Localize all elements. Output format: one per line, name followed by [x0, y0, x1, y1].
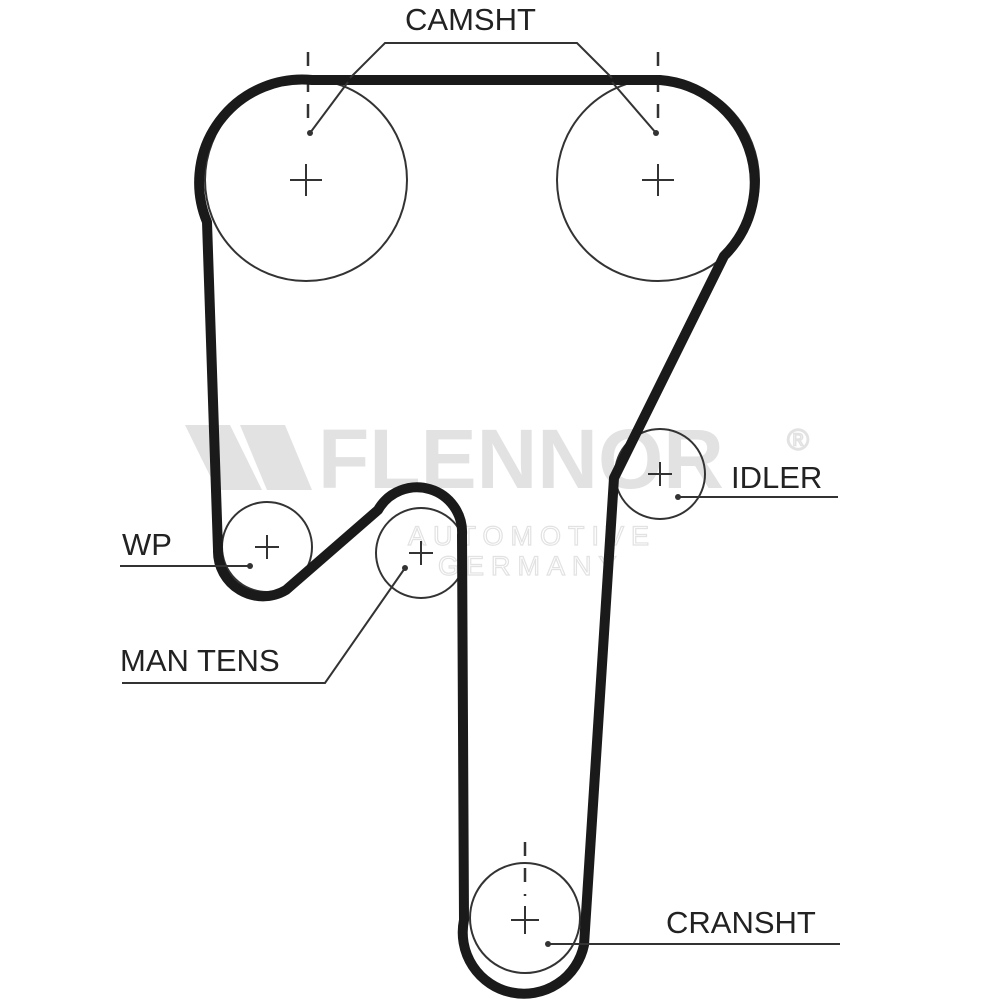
watermark: FLENNOR ® AUTOMOTIVE GERMANY: [185, 412, 810, 582]
watermark-logo-mark: [185, 425, 262, 490]
idler-dot: [675, 494, 681, 500]
camshaft-right-dot: [653, 130, 659, 136]
manual-tensioner-dot: [402, 565, 408, 571]
watermark-registered-mark: ®: [787, 424, 809, 457]
crankshaft-label: CRANSHT: [666, 905, 816, 940]
camshaft-label: CAMSHT: [405, 2, 536, 37]
leader-lines: [120, 42, 840, 947]
manual-tensioner-leader: [122, 567, 406, 684]
water-pump-label: WP: [122, 527, 172, 562]
manual-tensioner-label: MAN TENS: [120, 643, 280, 678]
crankshaft-center-mark: [511, 906, 539, 934]
watermark-brand: FLENNOR: [318, 412, 724, 506]
watermark-line1: AUTOMOTIVE: [408, 521, 656, 551]
crankshaft-dot: [545, 941, 551, 947]
center-marks: [255, 164, 674, 934]
camshaft-right-center-mark: [642, 164, 674, 196]
idler-center-mark: [648, 462, 672, 486]
camshaft-left-center-mark: [290, 164, 322, 196]
manual-tensioner-center-mark: [409, 541, 433, 565]
crankshaft-pulley: [469, 862, 581, 974]
camshaft-left-leader: [309, 81, 349, 134]
watermark-line2: GERMANY: [438, 551, 624, 581]
water-pump-dot: [247, 563, 253, 569]
timing-belt: [194, 74, 760, 999]
camshaft-leader: [349, 42, 613, 79]
watermark-logo-mark-2: [240, 425, 312, 490]
idler-label: IDLER: [731, 460, 822, 495]
water-pump-center-mark: [255, 535, 279, 559]
camshaft-left-dot: [307, 130, 313, 136]
camshaft-right-leader: [611, 81, 657, 134]
